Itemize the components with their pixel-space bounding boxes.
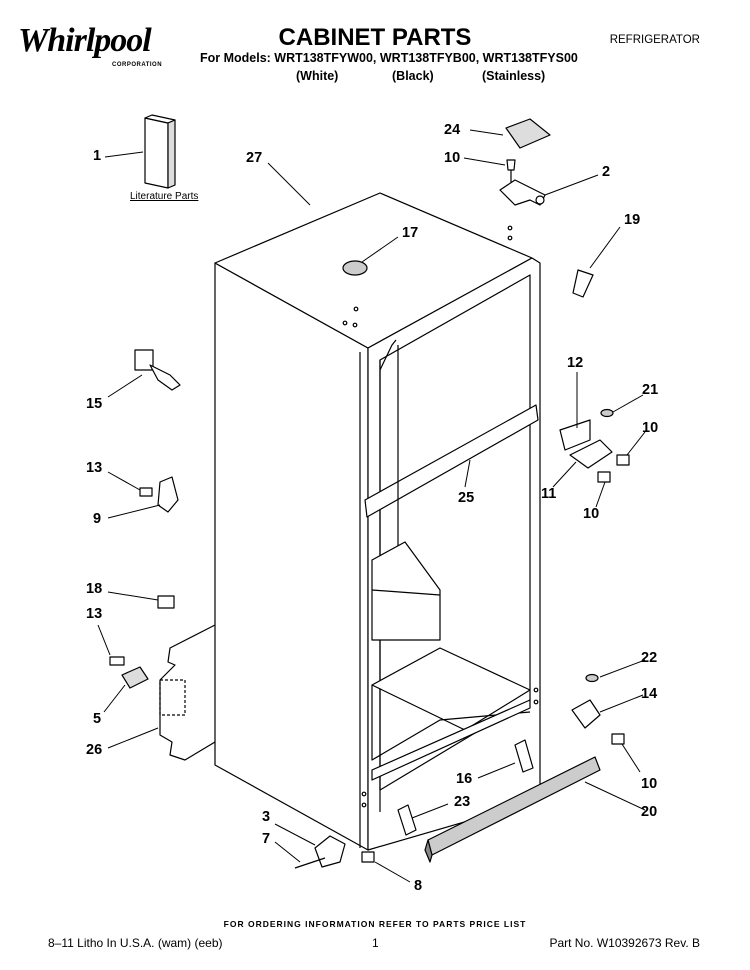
whirlpool-logo-subtitle: CORPORATION bbox=[112, 62, 163, 68]
callout-18: 18 bbox=[86, 581, 103, 597]
callout-23: 23 bbox=[454, 794, 471, 810]
side-panel-shape bbox=[159, 624, 216, 761]
literature-book-shape bbox=[144, 114, 176, 189]
variant-white: (White) bbox=[296, 69, 339, 83]
callout-7: 7 bbox=[262, 831, 271, 847]
product-category: REFRIGERATOR bbox=[609, 34, 700, 46]
callout-14: 14 bbox=[641, 686, 658, 702]
callout-25: 25 bbox=[458, 490, 475, 506]
cabinet-body-shape bbox=[214, 192, 541, 851]
callout-13-upper: 13 bbox=[86, 460, 103, 476]
page-number: 1 bbox=[372, 936, 379, 950]
callout-22: 22 bbox=[641, 650, 658, 666]
model-list: For Models: WRT138TFYW00, WRT138TFYB00, … bbox=[200, 51, 578, 65]
callout-26: 26 bbox=[86, 742, 103, 758]
variant-stainless: (Stainless) bbox=[482, 69, 546, 83]
callout-11: 11 bbox=[541, 486, 557, 502]
callout-27: 27 bbox=[246, 150, 263, 166]
callout-20: 20 bbox=[641, 804, 658, 820]
callout-16: 16 bbox=[456, 771, 473, 787]
literature-parts-label: Literature Parts bbox=[130, 191, 199, 202]
callout-10-right-lower: 10 bbox=[641, 776, 658, 792]
litho-info: 8–11 Litho In U.S.A. (wam) (eeb) bbox=[48, 936, 223, 950]
callout-15: 15 bbox=[86, 396, 103, 412]
callout-10-top: 10 bbox=[444, 150, 461, 166]
callout-5: 5 bbox=[93, 711, 102, 727]
callout-17: 17 bbox=[402, 225, 419, 241]
callout-13-lower: 13 bbox=[86, 606, 103, 622]
whirlpool-logo: Whirlpool bbox=[18, 22, 152, 59]
callout-10-right-middle: 10 bbox=[583, 506, 600, 522]
callout-19: 19 bbox=[624, 212, 641, 228]
callout-2: 2 bbox=[602, 164, 611, 180]
callout-1: 1 bbox=[93, 148, 102, 164]
callout-9: 9 bbox=[93, 511, 102, 527]
leader-lines bbox=[97, 129, 646, 883]
ordering-info: FOR ORDERING INFORMATION REFER TO PARTS … bbox=[223, 919, 527, 929]
callout-3: 3 bbox=[262, 809, 271, 825]
page-title: CABINET PARTS bbox=[278, 24, 472, 51]
part-number: Part No. W10392673 Rev. B bbox=[549, 936, 700, 950]
callout-10-right-upper: 10 bbox=[642, 420, 659, 436]
callout-8: 8 bbox=[414, 878, 423, 894]
parts-shapes bbox=[109, 118, 630, 869]
callout-24: 24 bbox=[444, 122, 461, 138]
variant-black: (Black) bbox=[392, 69, 434, 83]
callout-12: 12 bbox=[567, 355, 584, 371]
callout-21: 21 bbox=[642, 382, 659, 398]
